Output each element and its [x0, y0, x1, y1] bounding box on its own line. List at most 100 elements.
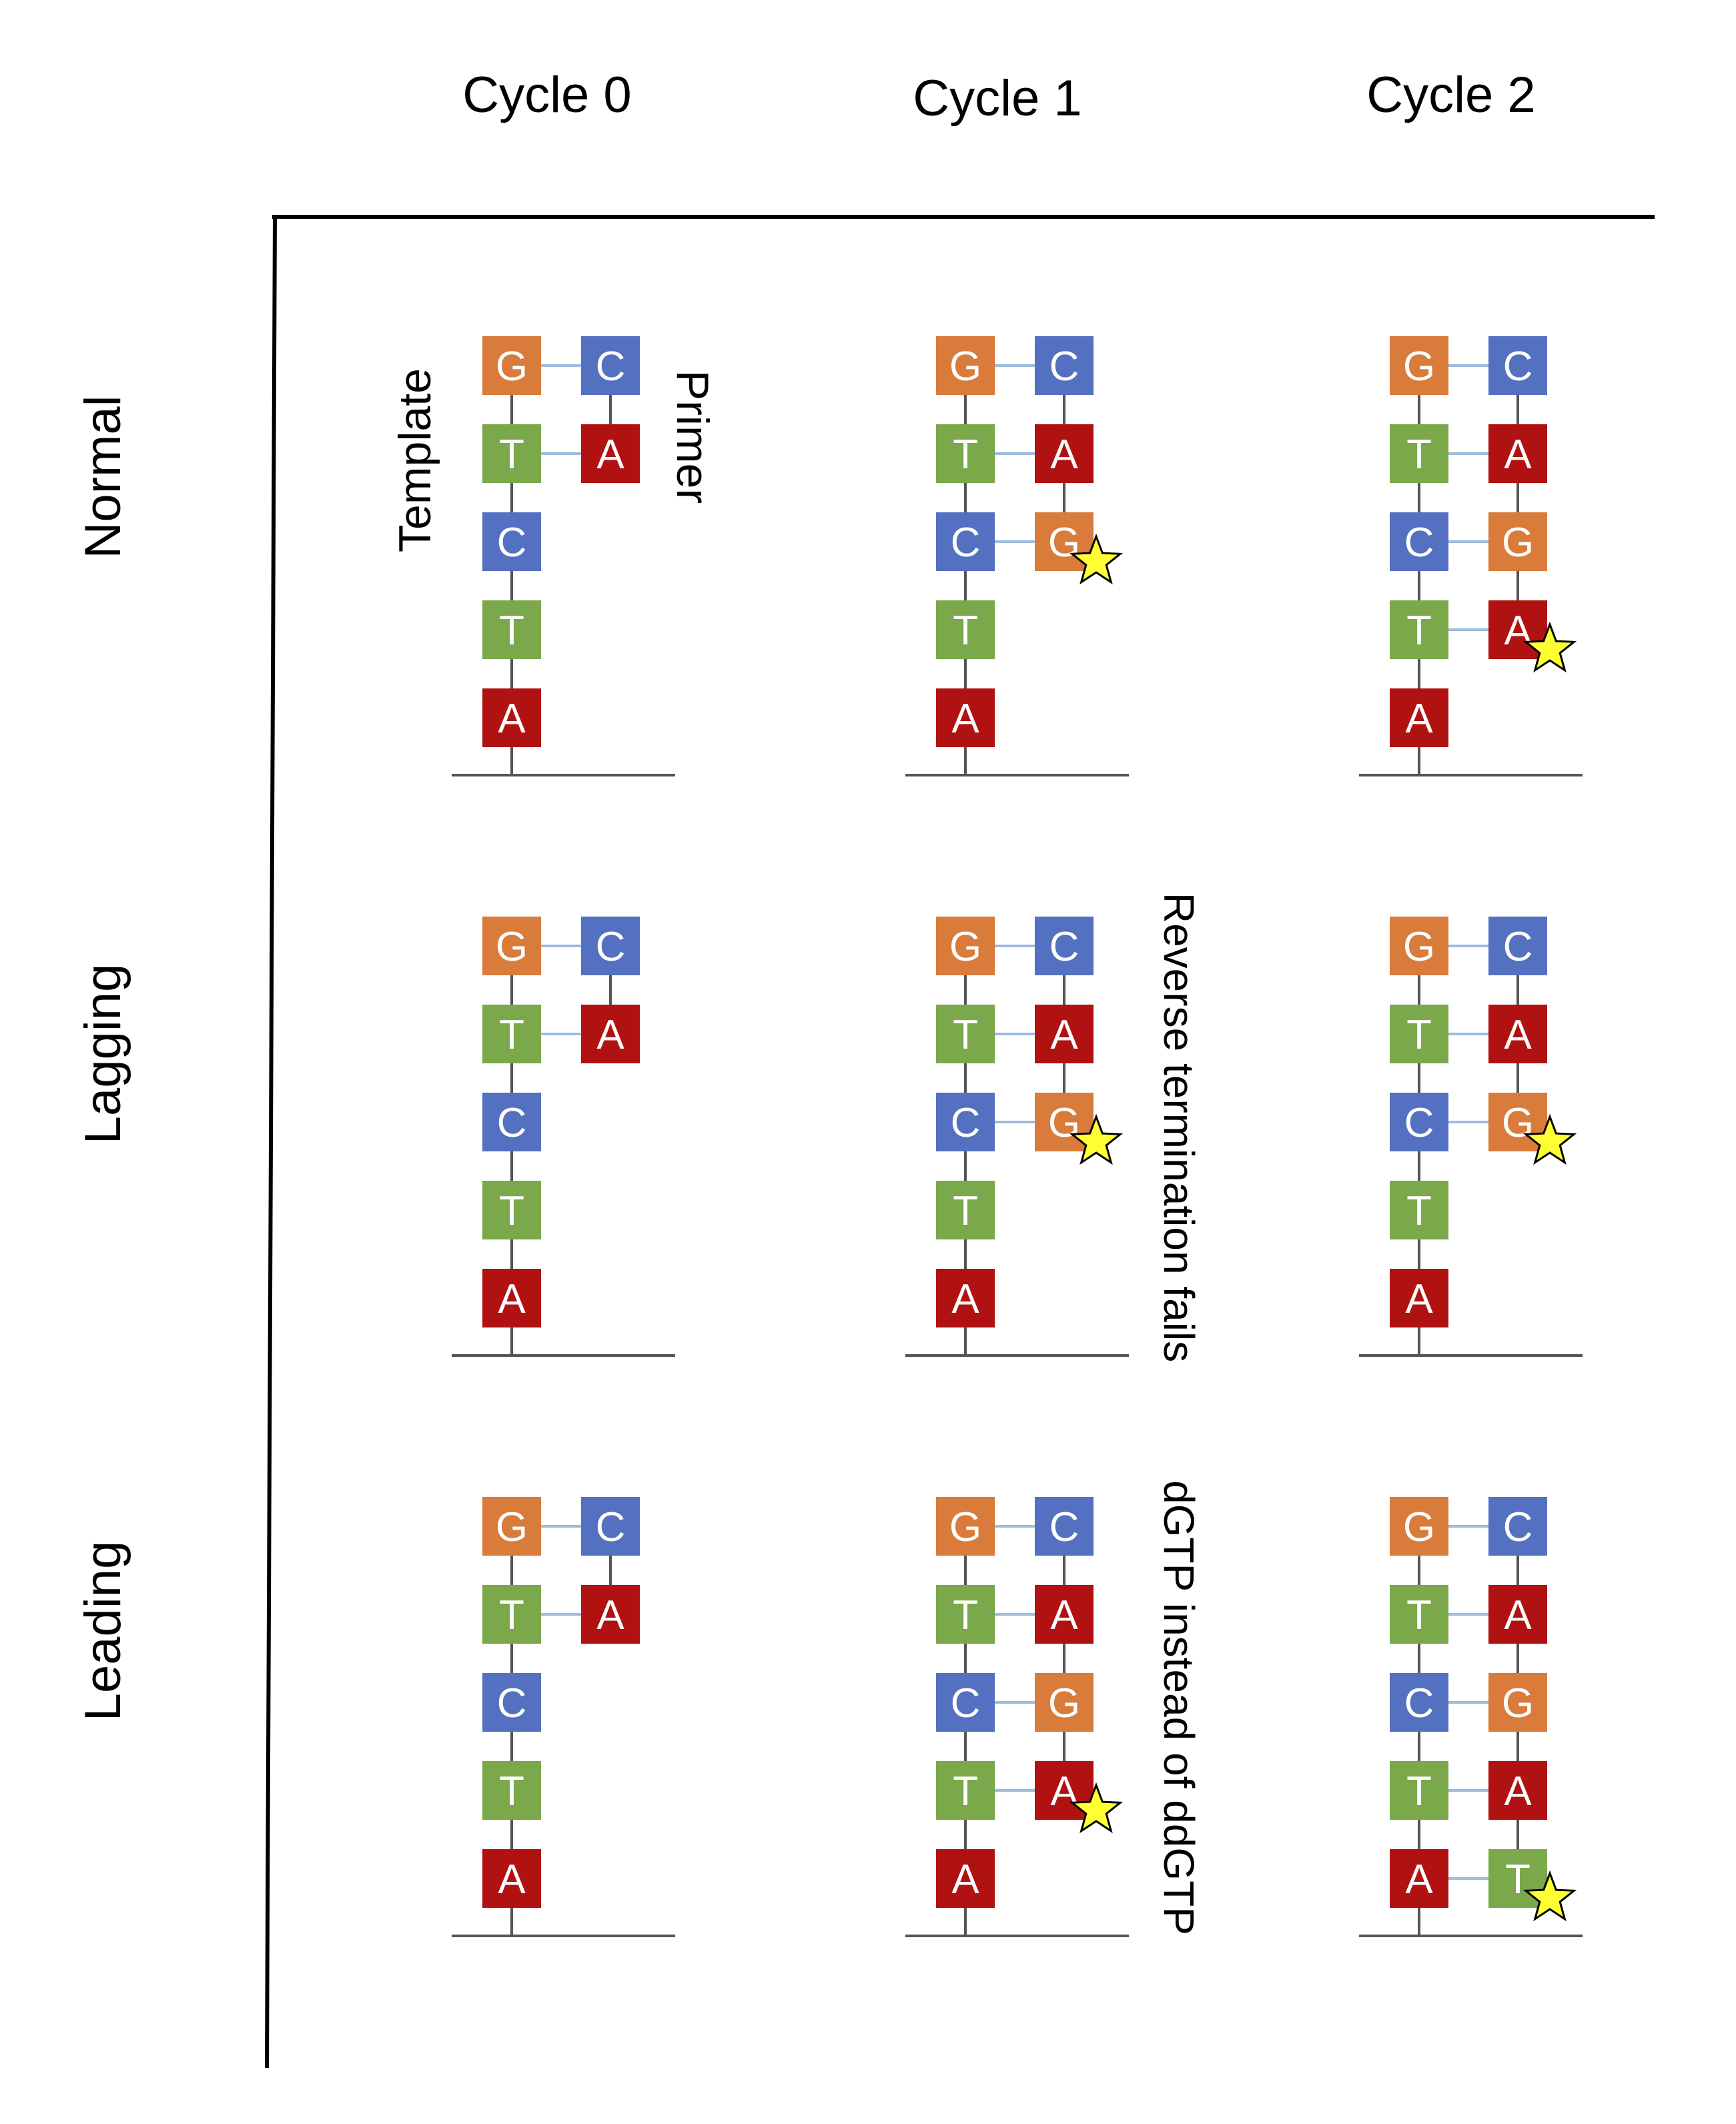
primer-base-A: A [1488, 424, 1547, 483]
template-base-G-letter: G [496, 344, 528, 390]
template-base-C-letter: C [951, 1100, 981, 1146]
template-base-T: T [1390, 600, 1448, 659]
primer-base-A: A [1035, 424, 1094, 483]
terminator-star-icon [1069, 533, 1124, 585]
template-base-A: A [1390, 688, 1448, 747]
template-base-A-box [1390, 1849, 1448, 1908]
primer-base-C: C [581, 1497, 640, 1556]
primer-base-A-box [1488, 1005, 1547, 1063]
template-base-T-letter: T [499, 1768, 524, 1814]
template-base-T-box [936, 1181, 995, 1239]
primer-base-C: C [581, 336, 640, 395]
column-header-cycle-1: Cycle 1 [913, 70, 1081, 127]
column-header-cycle-0: Cycle 0 [462, 67, 631, 123]
primer-base-C: C [1488, 336, 1547, 395]
primer-base-A-letter: A [1504, 1592, 1532, 1638]
template-base-C-box [936, 1673, 995, 1732]
template-base-T-box [1390, 1585, 1448, 1644]
column-header-cycle-2: Cycle 2 [1366, 67, 1535, 123]
template-base-A-box [1390, 1269, 1448, 1328]
primer-base-G-letter: G [1502, 1680, 1534, 1726]
template-base-C-box [1390, 1673, 1448, 1732]
template-base-C-box [482, 1093, 541, 1151]
template-base-T-letter: T [1406, 1012, 1432, 1058]
template-base-A-letter: A [498, 696, 526, 742]
template-base-T-box [1390, 600, 1448, 659]
template-base-T: T [1390, 1181, 1448, 1239]
template-base-T: T [936, 1181, 995, 1239]
template-base-G: G [936, 917, 995, 975]
template-base-A-letter: A [951, 1276, 979, 1322]
primer-base-C: C [581, 917, 640, 975]
template-base-A-box [482, 1269, 541, 1328]
primer-base-C: C [1035, 336, 1094, 395]
template-base-G-box [1390, 917, 1448, 975]
template-base-T: T [482, 1761, 541, 1820]
primer-base-A-box [1035, 1005, 1094, 1063]
template-base-T: T [936, 1005, 995, 1063]
template-base-C-letter: C [951, 520, 981, 566]
template-base-T-letter: T [953, 1592, 978, 1638]
primer-base-G-letter: G [1048, 1100, 1080, 1146]
template-base-G-letter: G [496, 1504, 528, 1550]
primer-base-T-letter: T [1505, 1856, 1531, 1903]
primer-base-A-letter: A [596, 1012, 624, 1058]
primer-label: Primer [667, 370, 718, 504]
template-base-T: T [1390, 1585, 1448, 1644]
template-base-A: A [482, 688, 541, 747]
template-base-T-box [482, 1005, 541, 1063]
primer-base-C-letter: C [1503, 1504, 1533, 1550]
primer-base-A: A [1035, 1005, 1094, 1063]
template-base-A: A [936, 688, 995, 747]
template-base-T-box [936, 600, 995, 659]
template-base-T-box [936, 1585, 995, 1644]
template-base-G-box [1390, 336, 1448, 395]
terminator-star-icon [1523, 621, 1577, 673]
row-label-lagging: Lagging [75, 964, 131, 1145]
template-base-C-box [482, 512, 541, 571]
template-base-T-box [1390, 1181, 1448, 1239]
primer-base-C-letter: C [1049, 344, 1079, 390]
primer-base-A-box [1488, 1761, 1547, 1820]
template-base-T-box [482, 424, 541, 483]
template-base-A-box [482, 688, 541, 747]
primer-base-A-letter: A [1050, 1768, 1078, 1814]
template-base-G-letter: G [1403, 344, 1435, 390]
template-base-C-letter: C [497, 1680, 527, 1726]
template-base-G-letter: G [1403, 1504, 1435, 1550]
template-base-C: C [1390, 1093, 1448, 1151]
primer-base-A: A [1488, 1005, 1547, 1063]
template-base-A: A [1390, 1269, 1448, 1328]
primer-base-G: G [1035, 1093, 1094, 1151]
primer-base-T: T [1488, 1849, 1547, 1908]
primer-base-A-letter: A [1504, 608, 1532, 654]
template-base-G: G [482, 1497, 541, 1556]
primer-base-C-box [1035, 917, 1094, 975]
template-base-A: A [936, 1269, 995, 1328]
template-base-T-box [1390, 1761, 1448, 1820]
template-base-T-letter: T [1406, 1592, 1432, 1638]
template-base-T: T [1390, 1005, 1448, 1063]
template-base-A-letter: A [1405, 1856, 1433, 1903]
left-axis-line [265, 216, 277, 2069]
template-base-T: T [936, 600, 995, 659]
template-base-T-box [1390, 1005, 1448, 1063]
template-base-C-letter: C [951, 1680, 981, 1726]
primer-base-C-box [1488, 917, 1547, 975]
template-base-T: T [936, 1585, 995, 1644]
primer-base-C-box [1035, 1497, 1094, 1556]
template-base-A-box [936, 1849, 995, 1908]
template-base-T-letter: T [1406, 432, 1432, 478]
template-base-C-box [1390, 512, 1448, 571]
template-base-T-letter: T [499, 1188, 524, 1234]
primer-base-C-box [1035, 336, 1094, 395]
template-base-C: C [482, 1093, 541, 1151]
template-base-A: A [482, 1269, 541, 1328]
primer-base-C-box [581, 1497, 640, 1556]
template-base-A-box [1390, 688, 1448, 747]
